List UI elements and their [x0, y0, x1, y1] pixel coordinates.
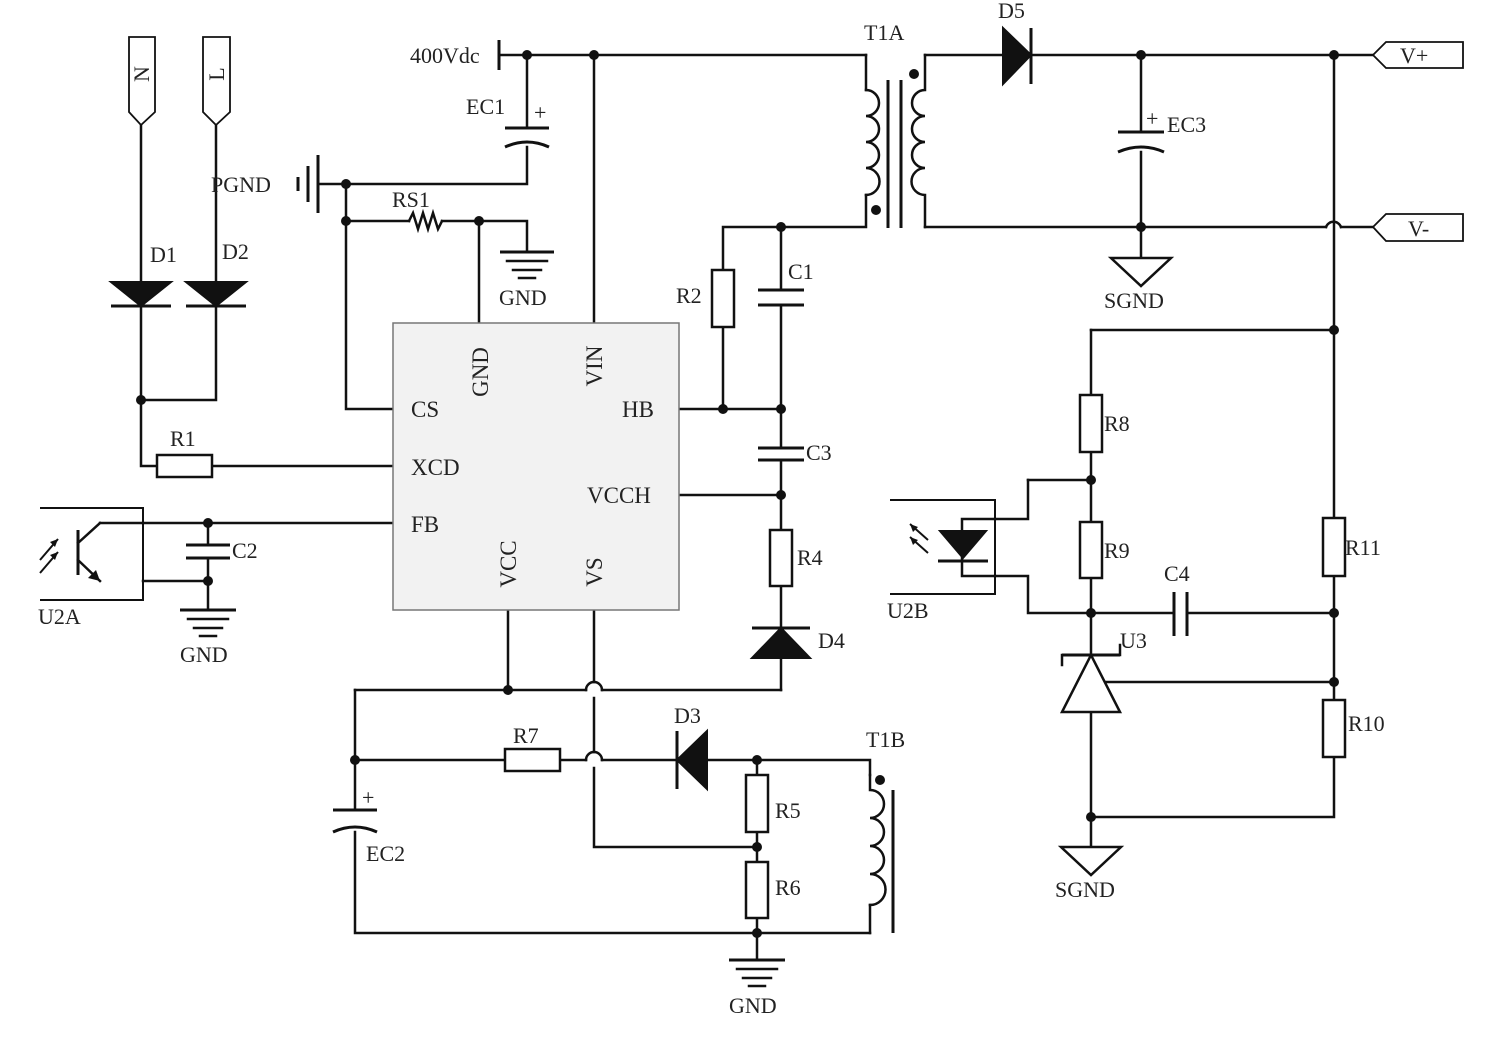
- connector-n: N: [128, 36, 156, 127]
- resistor-r4: R4: [768, 528, 823, 588]
- terminal-vminus: V-: [1371, 213, 1464, 242]
- svg-text:U2A: U2A: [38, 604, 81, 629]
- svg-text:N: N: [129, 66, 154, 82]
- terminal-vplus: V+: [1371, 41, 1464, 69]
- svg-text:XCD: XCD: [411, 455, 460, 480]
- gnd-symbol-left: GND: [180, 608, 236, 667]
- svg-text:SGND: SGND: [1104, 288, 1164, 313]
- svg-text:C2: C2: [232, 538, 258, 563]
- svg-text:+: +: [534, 100, 546, 125]
- resistor-r11: R11: [1321, 516, 1381, 578]
- diode-d5: D5: [998, 0, 1033, 87]
- svg-text:C3: C3: [806, 440, 832, 465]
- resistor-r7: R7: [503, 723, 562, 773]
- svg-text:C1: C1: [788, 259, 814, 284]
- gnd-symbol-bottom: GND: [729, 958, 785, 1018]
- svg-text:VCC: VCC: [496, 540, 521, 587]
- junction-dots: [136, 50, 1339, 938]
- resistor-r5: R5: [744, 773, 801, 834]
- capacitor-ec2: + EC2: [332, 785, 405, 866]
- svg-text:CS: CS: [411, 397, 439, 422]
- optocoupler-u2b: U2B: [887, 499, 997, 623]
- svg-text:C4: C4: [1164, 561, 1190, 586]
- svg-text:T1A: T1A: [864, 20, 904, 45]
- resistor-r1: R1: [155, 426, 214, 479]
- resistor-r2: R2: [676, 268, 736, 329]
- svg-text:D4: D4: [818, 628, 845, 653]
- svg-text:U3: U3: [1120, 628, 1147, 653]
- capacitor-c2: C2: [186, 538, 258, 563]
- svg-text:D2: D2: [222, 239, 249, 264]
- svg-text:R8: R8: [1104, 411, 1130, 436]
- resistor-rs1: RS1: [392, 187, 444, 234]
- resistor-r9: R9: [1078, 520, 1130, 580]
- transformer-t1b: T1B: [866, 727, 905, 933]
- svg-text:V+: V+: [1400, 43, 1428, 68]
- diode-d1: D1: [108, 242, 177, 308]
- svg-text:T1B: T1B: [866, 727, 905, 752]
- svg-text:V-: V-: [1408, 216, 1429, 241]
- controller-ic: GND VIN CS HB XCD VCCH FB VCC VS: [392, 322, 680, 611]
- svg-text:EC1: EC1: [466, 94, 505, 119]
- svg-text:VCCH: VCCH: [587, 483, 651, 508]
- svg-text:GND: GND: [180, 642, 228, 667]
- resistor-r10: R10: [1321, 698, 1385, 759]
- svg-text:R2: R2: [676, 283, 702, 308]
- capacitor-c3: C3: [758, 440, 832, 465]
- svg-text:L: L: [204, 67, 229, 80]
- svg-text:GND: GND: [729, 993, 777, 1018]
- capacitor-c4: C4: [1164, 561, 1190, 636]
- svg-text:R11: R11: [1345, 535, 1381, 560]
- svg-text:U2B: U2B: [887, 598, 929, 623]
- svg-text:VS: VS: [582, 557, 607, 586]
- svg-text:R1: R1: [170, 426, 196, 451]
- resistor-r6: R6: [744, 860, 801, 920]
- svg-text:R7: R7: [513, 723, 539, 748]
- sgnd-symbol-bottom: SGND: [1055, 845, 1125, 902]
- sgnd-symbol-top: SGND: [1104, 256, 1175, 313]
- resistor-r8: R8: [1078, 393, 1130, 454]
- svg-text:+: +: [1146, 106, 1158, 131]
- svg-text:GND: GND: [468, 347, 493, 397]
- svg-text:PGND: PGND: [211, 172, 271, 197]
- capacitor-ec3: + EC3: [1117, 106, 1206, 154]
- diode-d4: D4: [749, 626, 845, 659]
- svg-text:D1: D1: [150, 242, 177, 267]
- diode-d2: D2: [183, 239, 249, 308]
- svg-text:R10: R10: [1348, 711, 1385, 736]
- svg-text:R6: R6: [775, 875, 801, 900]
- svg-text:EC2: EC2: [366, 841, 405, 866]
- optocoupler-u2a: U2A: [38, 507, 145, 629]
- diode-d3: D3: [674, 703, 708, 792]
- vdc-terminal: 400Vdc: [410, 40, 501, 70]
- svg-text:R4: R4: [797, 545, 823, 570]
- svg-text:D3: D3: [674, 703, 701, 728]
- svg-text:R9: R9: [1104, 538, 1130, 563]
- transformer-t1a: T1A: [864, 20, 927, 229]
- svg-text:VIN: VIN: [582, 345, 607, 386]
- svg-text:400Vdc: 400Vdc: [410, 43, 480, 68]
- wires: [139, 53, 1375, 962]
- capacitor-c1: C1: [758, 259, 814, 307]
- svg-text:R5: R5: [775, 798, 801, 823]
- pgnd-symbol: PGND: [211, 155, 320, 213]
- svg-text:EC3: EC3: [1167, 112, 1206, 137]
- svg-text:FB: FB: [411, 512, 439, 537]
- capacitor-ec1: + EC1: [466, 94, 550, 149]
- svg-text:D5: D5: [998, 0, 1025, 23]
- connector-l: L: [202, 36, 231, 127]
- svg-text:+: +: [362, 785, 374, 810]
- regulator-u3: U3: [1059, 628, 1147, 714]
- svg-text:SGND: SGND: [1055, 877, 1115, 902]
- gnd-symbol-top: GND: [499, 250, 554, 310]
- svg-text:HB: HB: [622, 397, 654, 422]
- svg-text:GND: GND: [499, 285, 547, 310]
- svg-text:RS1: RS1: [392, 187, 430, 212]
